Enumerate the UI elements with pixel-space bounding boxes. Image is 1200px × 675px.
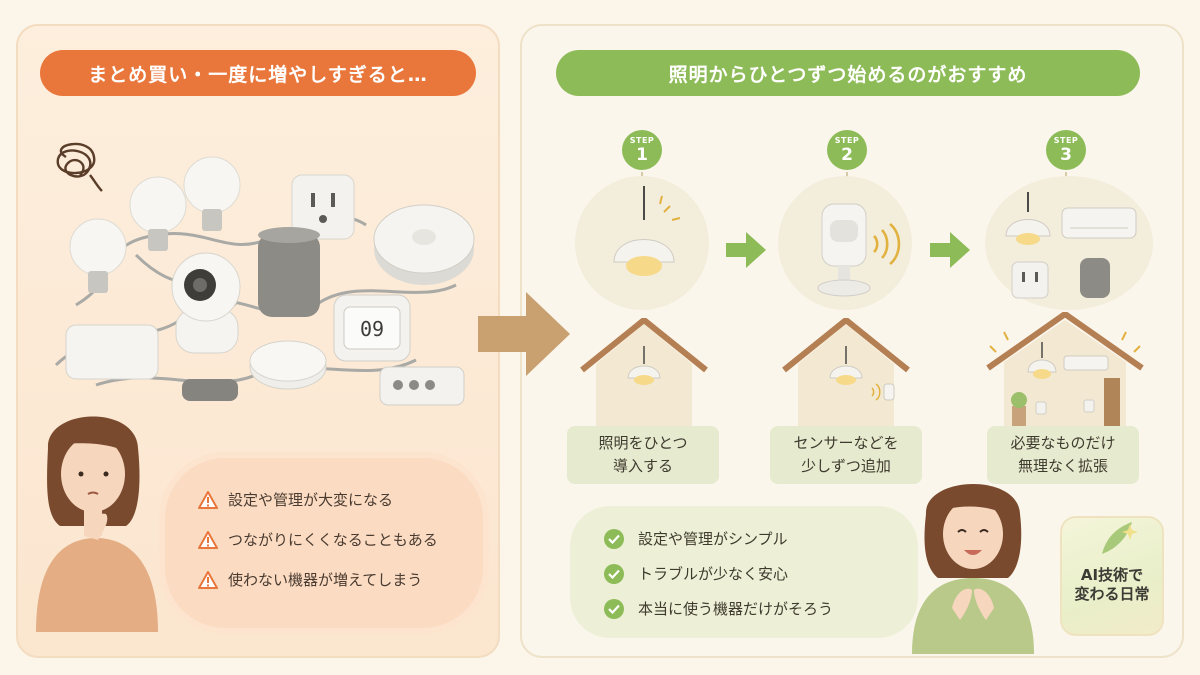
step-badge-2: STEP 2 xyxy=(827,130,867,170)
house-step-3 xyxy=(986,312,1144,426)
warning-cloud xyxy=(165,458,483,628)
step-caption-2: センサーなどを 少しずつ追加 xyxy=(770,426,922,484)
step-arrow-icon xyxy=(930,232,970,268)
warning-icon xyxy=(198,530,218,549)
benefit-text: 本当に使う機器だけがそろう xyxy=(638,600,834,618)
warning-item: 設定や管理が大変になる xyxy=(198,489,393,510)
light-bulb-icon xyxy=(69,218,127,293)
warning-icon xyxy=(198,490,218,509)
house-step-2 xyxy=(782,318,910,426)
benefit-item: 本当に使う機器だけがそろう xyxy=(604,598,833,619)
smart-plug-icon xyxy=(291,174,355,240)
worried-woman-illustration xyxy=(36,416,158,632)
step-badge-1: STEP 1 xyxy=(622,130,662,170)
warning-item: つながりにくくなることもある xyxy=(198,529,438,550)
motion-sensor-icon xyxy=(817,203,901,297)
hub-icon xyxy=(65,324,159,380)
benefit-text: トラブルが少なく安心 xyxy=(638,565,789,583)
transition-arrow-icon xyxy=(478,292,570,376)
warning-icon xyxy=(198,570,218,589)
benefit-text: 設定や管理がシンプル xyxy=(638,530,788,548)
house-step-1 xyxy=(580,318,708,426)
warning-item: 使わない機器が増えてしまう xyxy=(198,569,422,590)
warning-text: 使わない機器が増えてしまう xyxy=(228,571,423,589)
tangle-icon xyxy=(56,142,103,192)
robot-vacuum-icon xyxy=(373,204,475,285)
left-title-banner: まとめ買い・一度に増やしすぎると… xyxy=(40,50,476,96)
step-caption-1: 照明をひとつ 導入する xyxy=(567,426,719,484)
happy-woman-illustration xyxy=(912,483,1034,654)
check-icon xyxy=(604,598,624,619)
right-title-banner: 照明からひとつずつ始めるのがおすすめ xyxy=(556,50,1140,96)
pendant-lamp-icon xyxy=(613,186,681,276)
light-bulb-icon xyxy=(183,156,241,231)
smart-button-icon xyxy=(249,340,327,390)
check-icon xyxy=(604,563,624,584)
warning-text: つながりにくくなることもある xyxy=(228,531,438,549)
check-icon xyxy=(604,528,624,549)
benefit-item: トラブルが少なく安心 xyxy=(604,563,788,584)
warning-text: 設定や管理が大変になる xyxy=(228,491,394,509)
timer-display-text: 09 xyxy=(360,317,384,341)
remote-control-icon xyxy=(379,366,465,406)
step-badge-3: STEP 3 xyxy=(1046,130,1086,170)
security-camera-icon xyxy=(171,252,241,354)
step-arrow-icon xyxy=(726,232,766,268)
smart-display-icon: 09 xyxy=(333,294,411,362)
step-caption-3: 必要なものだけ 無理なく拡張 xyxy=(987,426,1139,484)
logo-text: AI技術で 変わる日常 xyxy=(1074,566,1150,603)
benefit-item: 設定や管理がシンプル xyxy=(604,528,788,549)
leaf-icon xyxy=(1102,522,1138,554)
light-bulb-icon xyxy=(129,176,187,251)
ai-daily-logo xyxy=(1060,516,1164,636)
multiple-devices-icon xyxy=(1005,192,1137,299)
smart-speaker-icon xyxy=(258,227,320,317)
sensor-icon xyxy=(182,379,238,401)
smart-devices-illustration: 09 xyxy=(54,142,475,406)
benefits-box xyxy=(570,506,918,638)
